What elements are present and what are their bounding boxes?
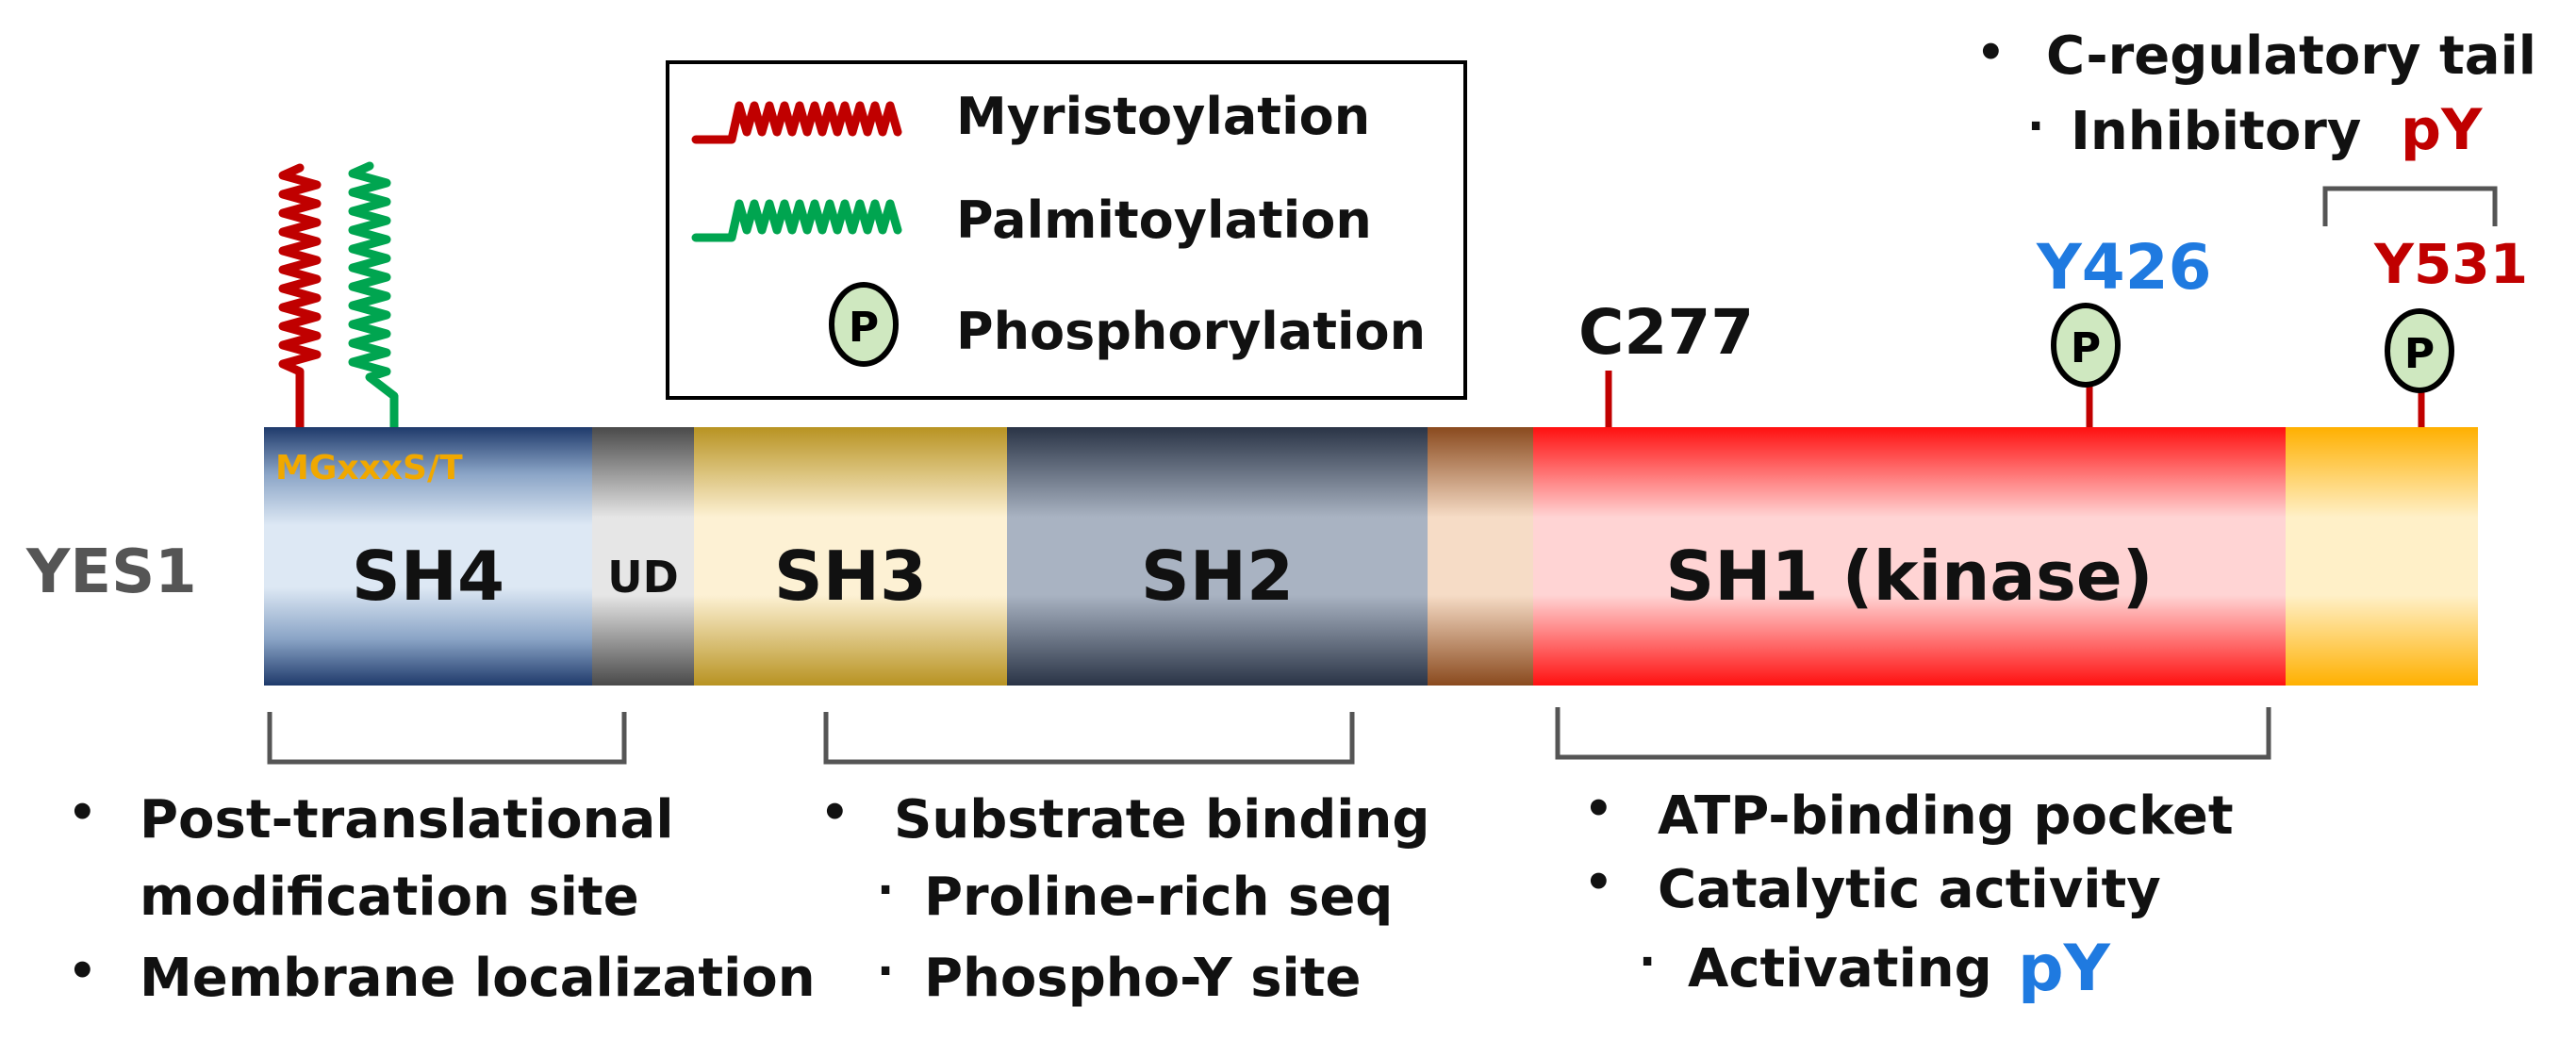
- protein-label: YES1: [25, 537, 197, 607]
- sh4-line3: Membrane localization: [140, 948, 816, 1009]
- domain-sh3: [694, 427, 1007, 686]
- sh3-bullet: •: [820, 786, 850, 839]
- sh1-bullet-1: •: [1584, 783, 1613, 835]
- sh4-line1: Post-translational: [140, 789, 674, 851]
- sh4-line2: modification site: [140, 867, 639, 928]
- tail-bracket: [2322, 186, 2498, 226]
- ud-label: UD: [607, 552, 679, 603]
- sh4-bullet-2: •: [68, 945, 97, 998]
- sh4-bracket: [267, 712, 627, 765]
- sh3-line2: Proline-rich seq: [924, 867, 1393, 928]
- y426-phospho-icon: P: [2051, 303, 2121, 388]
- domain-linker: [1428, 427, 1533, 686]
- sh1-line1: ATP-binding pocket: [1658, 785, 2234, 847]
- y531-label: Y531: [2373, 232, 2528, 296]
- domain-ud: [592, 427, 694, 686]
- tail-bullet: •: [1976, 26, 2006, 79]
- myristoylation-legend-label: Myristoylation: [956, 87, 1370, 146]
- domain-sh4: [264, 427, 592, 686]
- palmitoylation-legend-label: Palmitoylation: [956, 190, 1372, 250]
- y426-label: Y426: [2036, 231, 2212, 304]
- sh1-line3-prefix: Activating: [1688, 938, 1992, 1000]
- sh3-label: SH3: [774, 537, 927, 616]
- domain-sh2: [1007, 427, 1428, 686]
- sh3-line3: Phospho-Y site: [924, 948, 1361, 1009]
- domain-tail: [2286, 427, 2478, 686]
- palmitoylation-legend-icon: [691, 199, 902, 242]
- sh1-line3-py: pY: [2018, 932, 2111, 1006]
- sh1-bullet-2: •: [1584, 856, 1613, 909]
- tail-line2-py: pY: [2401, 97, 2484, 163]
- myristoylation-legend-icon: [691, 101, 902, 144]
- sh3-sh2-bracket: [823, 712, 1355, 765]
- sh1-bracket: [1555, 707, 2271, 760]
- sh1-label: SH1 (kinase): [1665, 537, 2153, 616]
- palmitoyl-chain: [348, 161, 399, 427]
- phospho-legend-p: P: [849, 304, 879, 352]
- sh1-line2: Catalytic activity: [1658, 859, 2161, 920]
- motif-label: MGxxxS/T: [275, 449, 463, 487]
- phosphorylation-legend-icon: P: [829, 282, 899, 367]
- sh4-label: SH4: [352, 537, 504, 616]
- sh3-line1: Substrate binding: [894, 789, 1429, 851]
- domain-sh1: [1533, 427, 2286, 686]
- y426-phospho-p: P: [2071, 324, 2101, 372]
- phosphorylation-legend-label: Phosphorylation: [956, 302, 1426, 361]
- c277-label: C277: [1578, 296, 1754, 369]
- sh2-label: SH2: [1141, 537, 1294, 616]
- tail-line1: C-regulatory tail: [2046, 25, 2536, 87]
- y531-phospho-icon: P: [2385, 308, 2454, 393]
- tail-sub-bullet: ·: [2027, 100, 2044, 153]
- sh3-sub-bullet-2: ·: [877, 945, 894, 998]
- myristoyl-chain: [278, 163, 322, 427]
- sh1-sub-bullet: ·: [1639, 935, 1656, 988]
- tail-line2-prefix: Inhibitory: [2071, 101, 2361, 162]
- sh4-bullet-1: •: [68, 786, 97, 839]
- y531-phospho-p: P: [2404, 330, 2435, 378]
- sh3-sub-bullet-1: ·: [877, 864, 894, 917]
